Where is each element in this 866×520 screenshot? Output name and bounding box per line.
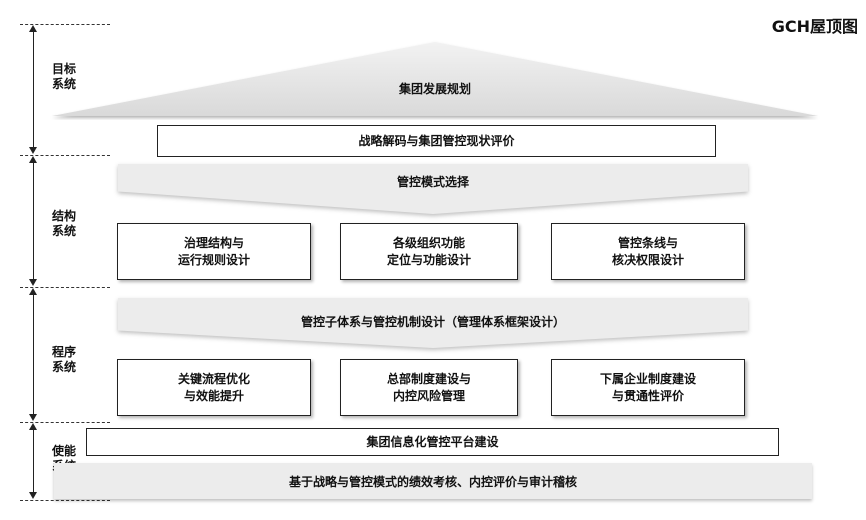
arrow-down-icon (29, 279, 37, 286)
axis-structure (33, 162, 34, 280)
control-mode-label: 管控模式选择 (396, 175, 469, 189)
strategy-evaluation-box: 战略解码与集团管控现状评价 (157, 125, 716, 157)
arrow-down-icon (29, 492, 37, 499)
process-module-workflow: 关键流程优化 与效能提升 (117, 359, 311, 416)
process-module-hq-system: 总部制度建设与 内控风险管理 (340, 359, 518, 416)
arrow-up-icon (29, 288, 37, 295)
separator-goal-structure (20, 155, 110, 156)
separator-bottom (20, 500, 110, 501)
it-platform-box: 集团信息化管控平台建设 (86, 428, 779, 456)
system-label-goal: 目标 系统 (52, 62, 77, 91)
separator-top (20, 24, 110, 25)
structure-module-control-lines: 管控条线与 核决权限设计 (551, 223, 745, 280)
roof-shape (52, 42, 818, 116)
arrow-up-icon (29, 423, 37, 430)
subsystem-design-label: 管控子体系与管控机制设计（管理体系框架设计） (300, 315, 565, 329)
control-mode-chevron: 管控模式选择 (118, 164, 748, 214)
roof-title: 集团发展规划 (398, 82, 471, 96)
process-module-subsidiary: 下属企业制度建设 与贯通性评价 (551, 359, 745, 416)
axis-goal (33, 31, 34, 148)
system-label-process: 程序 系统 (52, 345, 77, 374)
structure-module-governance: 治理结构与 运行规则设计 (117, 223, 311, 280)
structure-module-organization: 各级组织功能 定位与功能设计 (340, 223, 518, 280)
separator-structure-process (20, 287, 110, 288)
brand-title: GCH屋顶图 (771, 17, 858, 36)
arrow-up-icon (29, 156, 37, 163)
axis-process (33, 294, 34, 415)
system-label-structure: 结构 系统 (52, 209, 77, 238)
separator-process-enable (20, 422, 110, 423)
arrow-down-icon (29, 147, 37, 154)
arrow-up-icon (29, 25, 37, 32)
arrow-down-icon (29, 414, 37, 421)
subsystem-design-chevron: 管控子体系与管控机制设计（管理体系框架设计） (118, 298, 748, 348)
axis-enable (33, 429, 34, 493)
performance-audit-bar: 基于战略与管控模式的绩效考核、内控评价与审计稽核 (54, 463, 812, 499)
